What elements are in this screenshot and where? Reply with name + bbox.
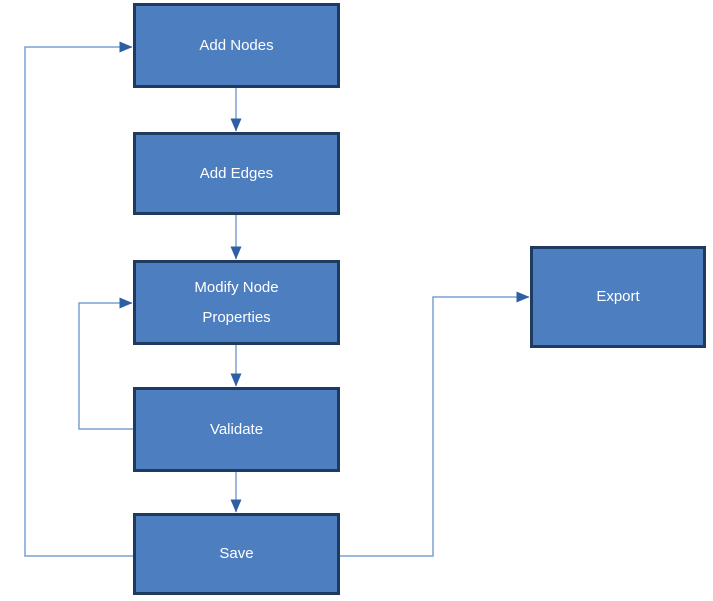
node-save: Save: [133, 513, 340, 595]
node-validate-label: Validate: [209, 420, 264, 438]
node-add-edges: Add Edges: [133, 132, 340, 215]
node-export: Export: [530, 246, 706, 348]
node-export-label: Export: [596, 288, 640, 306]
node-add-edges-label: Add Edges: [199, 164, 274, 182]
node-modify-node-properties: Modify Node Properties: [133, 260, 340, 345]
edge-save-to-add-nodes-loop: [24, 41, 134, 557]
node-save-label: Save: [219, 545, 254, 563]
node-add-nodes-label: Add Nodes: [199, 36, 274, 54]
node-add-nodes: Add Nodes: [133, 3, 340, 88]
node-modify-node-properties-label: Modify Node Properties: [194, 279, 279, 326]
edge-validate-to-modify-node-properties-loop: [78, 297, 134, 430]
edge-save-to-export: [339, 291, 530, 557]
node-validate: Validate: [133, 387, 340, 472]
